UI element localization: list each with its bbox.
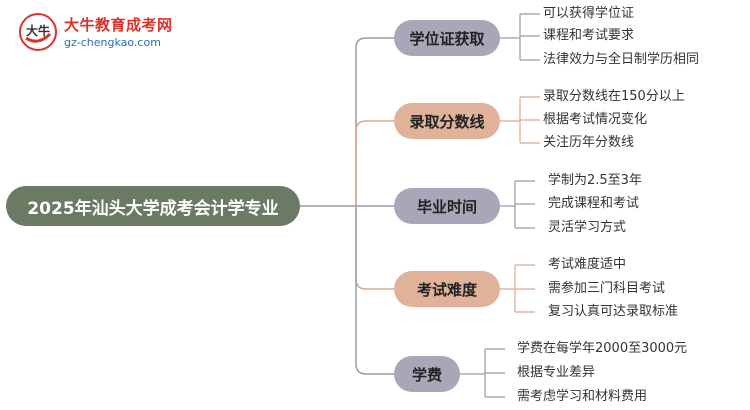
leaf-tuition-3: 需考虑学习和材料费用 <box>517 389 648 404</box>
leaf-difficulty-2: 需参加三门科目考试 <box>548 281 666 296</box>
branch-connector-2 <box>355 120 394 206</box>
leaf-graduation-3: 灵活学习方式 <box>548 220 627 235</box>
leaf-graduation-2: 完成课程和考试 <box>548 196 640 211</box>
leaf-graduation-1: 学制为2.5至3年 <box>548 173 642 188</box>
svg-text:大牛: 大牛 <box>26 23 50 38</box>
branch-connector-4 <box>355 206 394 290</box>
leaf-degree-3: 法律效力与全日制学历相同 <box>543 52 700 67</box>
branch-connector-5 <box>355 206 394 375</box>
leaf-score-1: 录取分数线在150分以上 <box>543 89 685 104</box>
leaf-difficulty-3: 复习认真可达录取标准 <box>548 304 679 319</box>
leaf-score-2: 根据考试情况变化 <box>543 112 648 127</box>
leaf-difficulty-1: 考试难度适中 <box>548 257 627 272</box>
branch-connector-1 <box>355 37 394 206</box>
branch-graduation-time: 毕业时间 <box>394 188 500 224</box>
branch-exam-difficulty: 考试难度 <box>394 271 500 307</box>
branch-degree: 学位证获取 <box>394 20 500 56</box>
branch-tuition: 学费 <box>394 356 460 392</box>
logo-url: gz-chengkao.com <box>64 36 161 49</box>
leaf-degree-1: 可以获得学位证 <box>543 6 635 21</box>
leaf-score-3: 关注历年分数线 <box>543 135 635 150</box>
root-node: 2025年汕头大学成考会计学专业 <box>6 186 300 226</box>
leaf-degree-2: 课程和考试要求 <box>543 28 635 43</box>
logo-mark-icon: 大牛 <box>19 13 57 51</box>
logo-title: 大牛教育成考网 <box>64 16 173 34</box>
leaf-tuition-2: 根据专业差异 <box>517 365 596 380</box>
leaf-tuition-1: 学费在每学年2000至3000元 <box>517 341 688 356</box>
logo: 大牛 大牛教育成考网 gz-chengkao.com <box>8 8 172 58</box>
branch-admission-score: 录取分数线 <box>394 103 500 139</box>
